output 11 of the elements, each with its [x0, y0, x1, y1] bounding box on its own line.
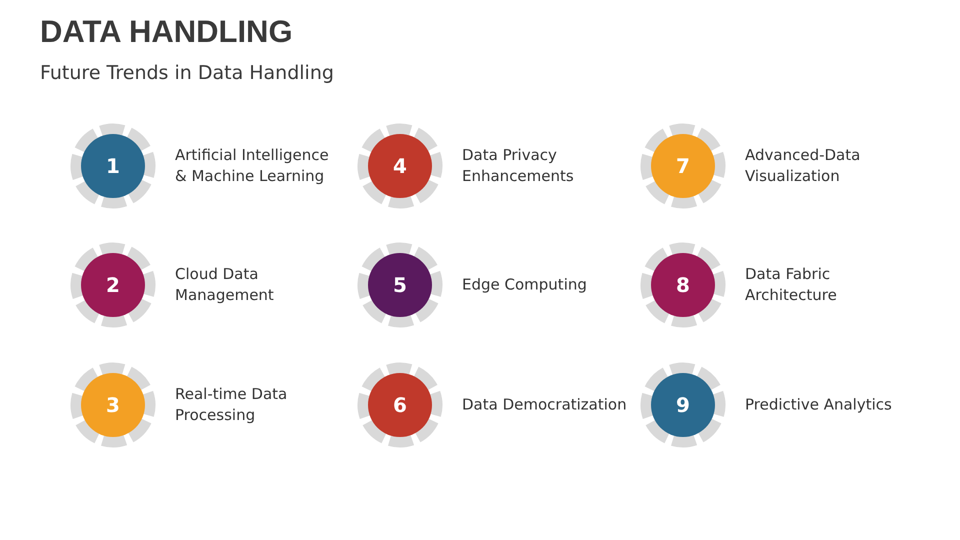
trend-label: Data Fabric Architecture [745, 264, 838, 306]
slide-title: DATA HANDLING [40, 14, 293, 50]
trend-label: Data Democratization [462, 394, 628, 416]
trend-label: Predictive Analytics [745, 394, 893, 416]
trend-label: Data Privacy Enhancements [462, 145, 575, 187]
trend-label: Advanced-Data Visualization [745, 145, 862, 187]
trend-label: Edge Computing [462, 274, 588, 296]
trend-label: Real-time Data Processing [175, 384, 288, 426]
trend-label: Cloud Data Management [175, 264, 275, 306]
subtitle: Future Trends in Data Handling [40, 62, 334, 84]
trend-label: Artificial Intelligence & Machine Learning [175, 145, 330, 187]
